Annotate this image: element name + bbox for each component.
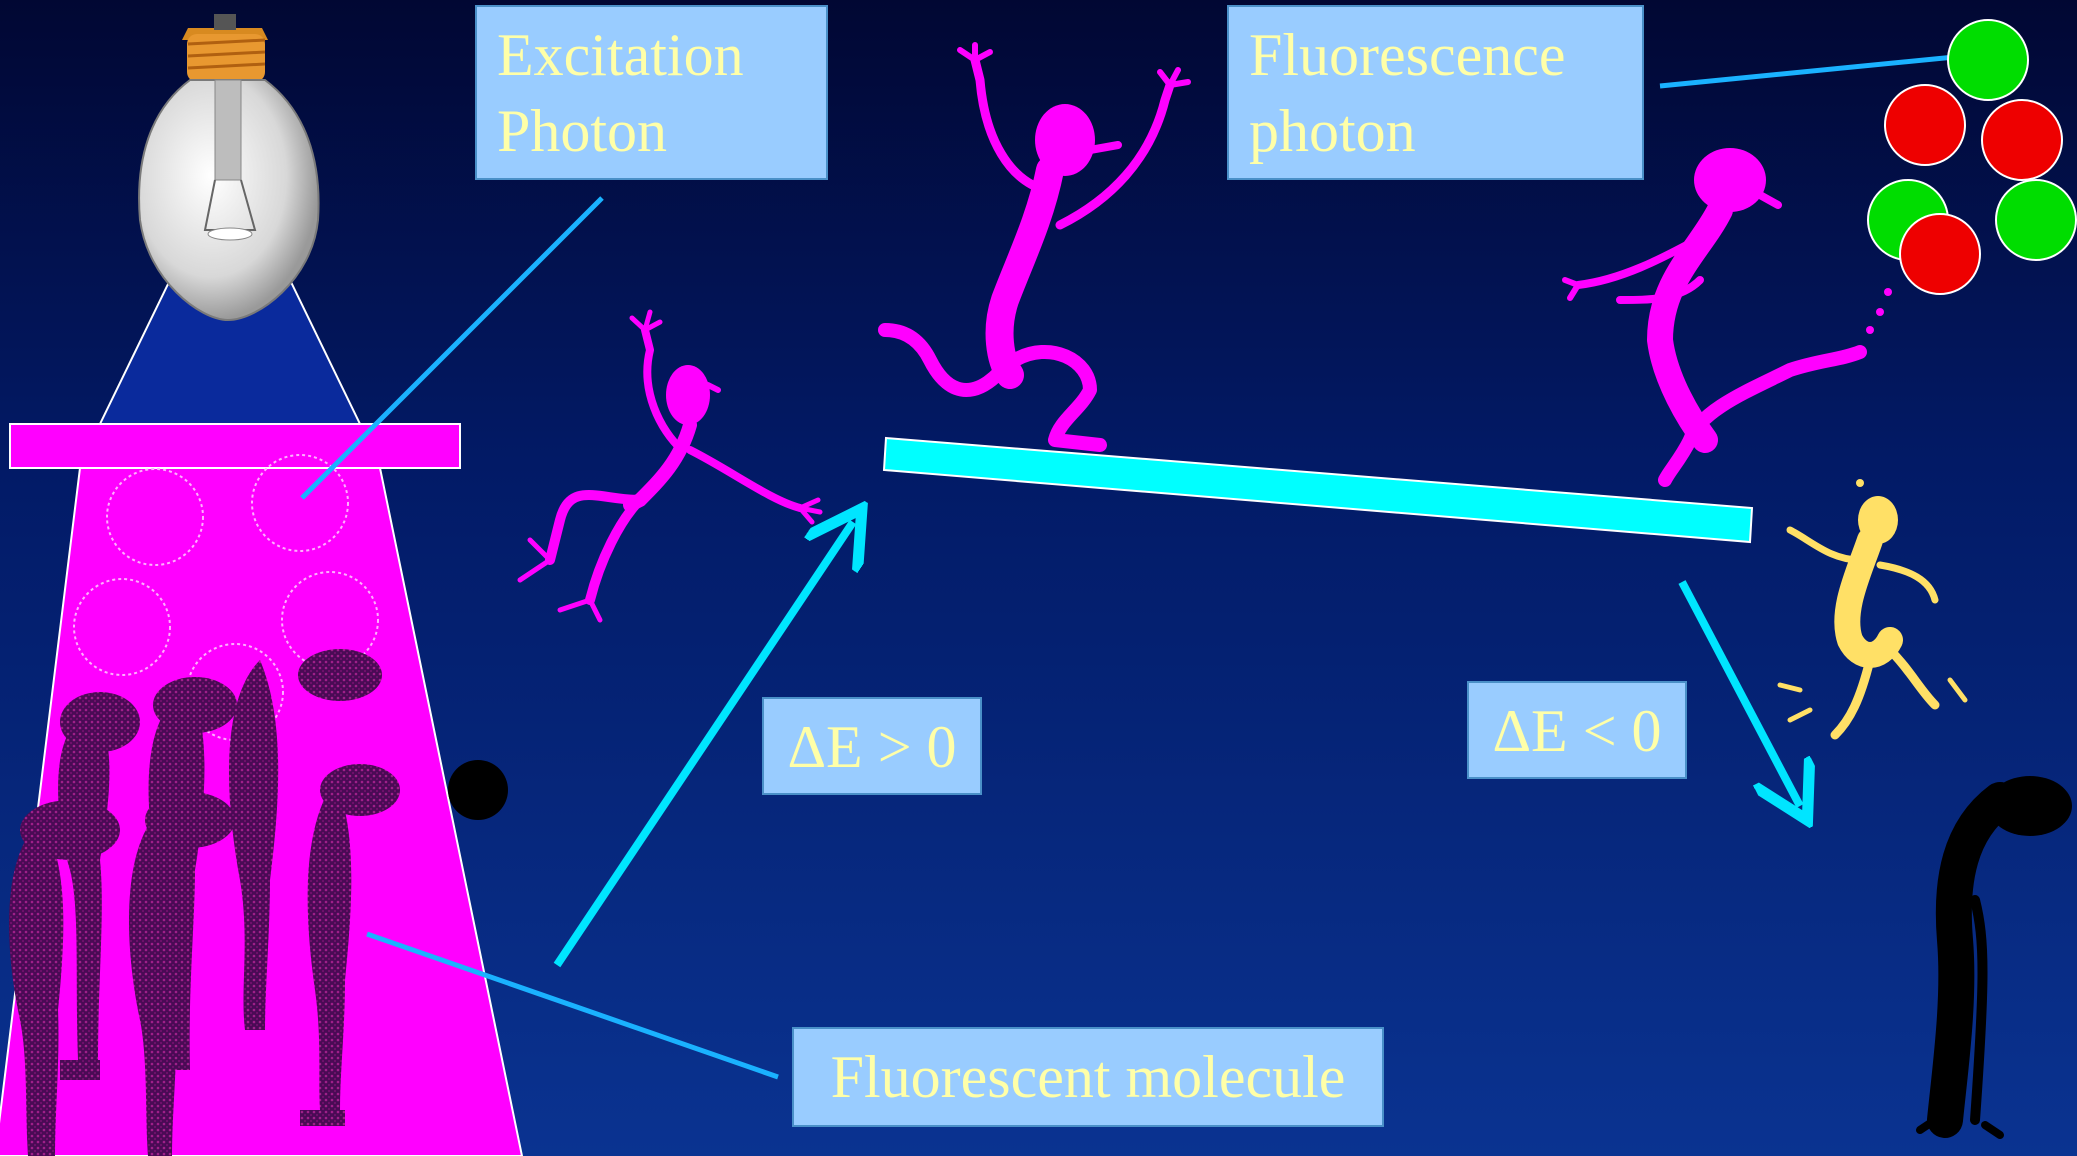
light-bulb-icon: [139, 14, 318, 320]
fluorescent-molecule-text: Fluorescent molecule: [794, 1039, 1382, 1115]
excited-molecule-jumping: [885, 45, 1188, 445]
excitation-label-line2: Photon: [497, 93, 806, 169]
delta-negative-text: ΔE < 0: [1469, 693, 1685, 769]
delta-positive-text: ΔE > 0: [764, 709, 980, 785]
excitation-filter-icon: [10, 424, 460, 468]
fluorescence-pointer-line: [1660, 54, 1985, 86]
relaxation-arrow: [1682, 582, 1800, 806]
fluorescence-photon-label: Fluorescence photon: [1227, 5, 1644, 180]
excited-molecule-kicking: [1565, 148, 1892, 480]
ground-state-molecule-right: [1920, 776, 2072, 1135]
delta-energy-negative-label: ΔE < 0: [1467, 681, 1687, 779]
delta-energy-positive-label: ΔE > 0: [762, 697, 982, 795]
excitation-label-line1: Excitation: [497, 17, 806, 93]
excited-molecule-rising: [520, 312, 820, 620]
excitation-photon-label: Excitation Photon: [475, 5, 828, 180]
fluorescent-molecule-label: Fluorescent molecule: [792, 1027, 1384, 1127]
ground-state-molecule-head: [448, 760, 508, 820]
relaxing-molecule: [1780, 479, 1965, 735]
excited-state-bar: [884, 438, 1752, 542]
fluorescence-label-line2: photon: [1249, 93, 1622, 169]
fluorescence-label-line1: Fluorescence: [1249, 17, 1622, 93]
